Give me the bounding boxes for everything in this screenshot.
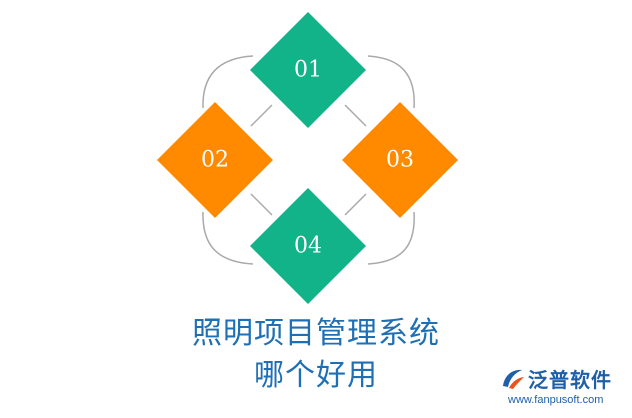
brand-logo: 泛普软件 www.fanpusoft.com — [498, 362, 628, 412]
loop-bottom-right — [367, 211, 415, 265]
loop-top-right — [367, 55, 415, 109]
connector-lines — [202, 55, 415, 265]
diamond-04: 04 — [250, 188, 366, 304]
title-line-1: 照明项目管理系统 — [192, 316, 440, 351]
diamond-01: 01 — [250, 12, 366, 128]
diamond-02-shape — [157, 102, 273, 218]
link-02-04 — [250, 193, 273, 216]
diamond-04-label: 04 — [294, 234, 322, 259]
brand-url: www.fanpusoft.com — [508, 394, 604, 406]
brand-mark-icon — [503, 369, 524, 389]
diamond-02-label: 02 — [201, 148, 229, 173]
brand-name: 泛普软件 — [528, 368, 612, 392]
link-03-04 — [344, 193, 367, 216]
diamond-03-shape — [342, 102, 458, 218]
diamond-02: 02 — [157, 102, 273, 218]
diamond-04-shape — [250, 188, 366, 304]
diamond-01-shape — [250, 12, 366, 128]
diamond-03-label: 03 — [386, 148, 414, 173]
loop-bottom-left — [202, 211, 254, 265]
diamond-03: 03 — [342, 102, 458, 218]
diamond-01-label: 01 — [294, 58, 322, 83]
title-line-2: 哪个好用 — [254, 358, 378, 393]
link-01-02 — [250, 104, 273, 127]
link-01-03 — [344, 104, 367, 127]
loop-top-left — [202, 55, 254, 109]
